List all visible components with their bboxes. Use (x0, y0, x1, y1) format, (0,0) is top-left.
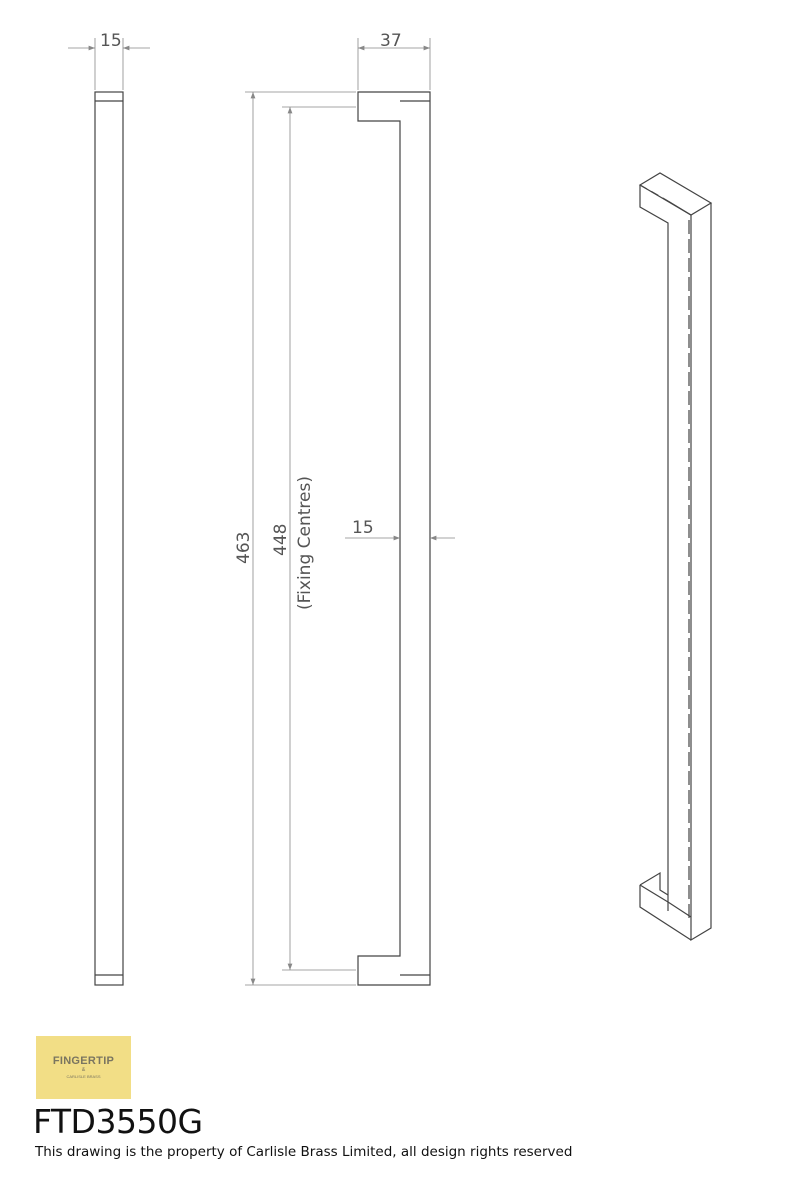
dim-fixing-centres: 448 (271, 524, 291, 556)
isometric-view (638, 172, 713, 942)
copyright-note: This drawing is the property of Carlisle… (35, 1144, 573, 1160)
logo-amp: & (81, 1067, 86, 1073)
logo-brand: FINGERTIP (52, 1055, 115, 1067)
front-view: 37 463 448 (Fixing Centres) 15 (234, 31, 455, 986)
dim-overall-length: 463 (234, 532, 254, 564)
fingertip-logo: FINGERTIP & CARLISLE BRASS (36, 1036, 131, 1099)
product-code: FTD3550G (33, 1102, 203, 1141)
dim-side-width: 15 (100, 31, 122, 51)
dim-projection: 37 (380, 31, 402, 51)
logo-sub: CARLISLE BRASS (66, 1074, 101, 1079)
fixing-centres-label: (Fixing Centres) (295, 476, 315, 610)
side-view: 15 (68, 31, 150, 986)
dim-bar-width: 15 (352, 518, 374, 538)
